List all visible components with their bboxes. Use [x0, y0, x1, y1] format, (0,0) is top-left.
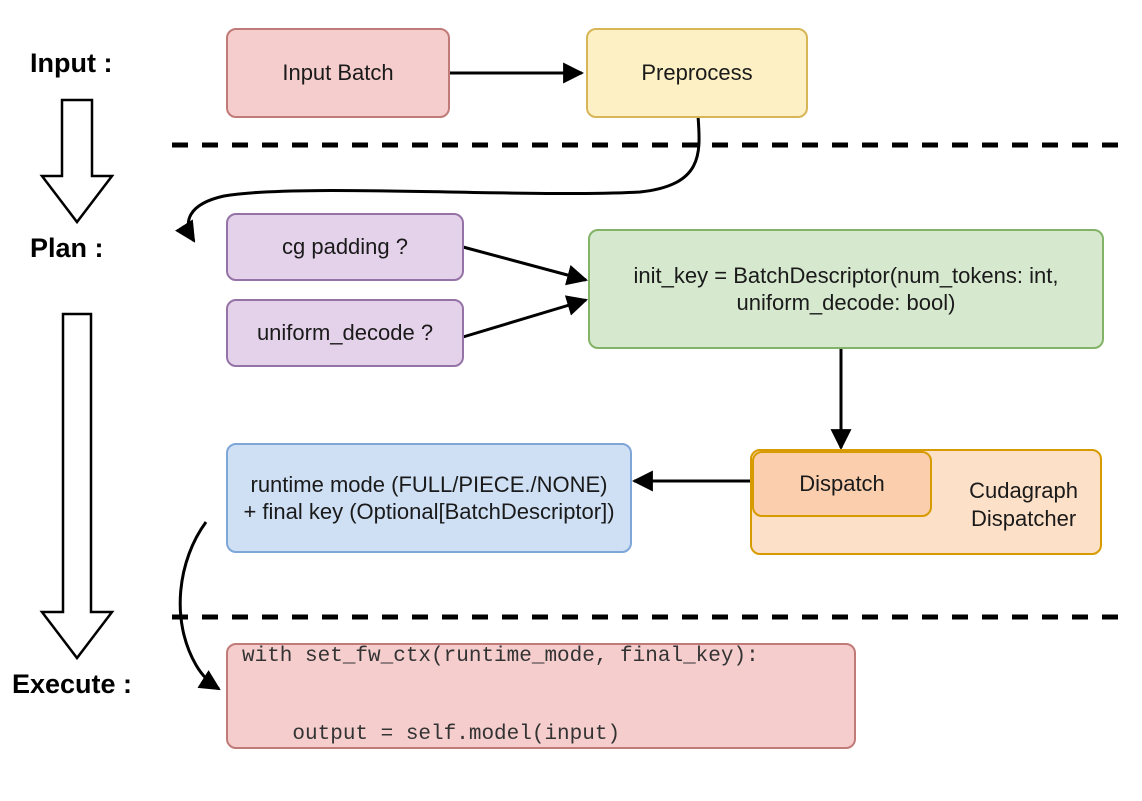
diagram-canvas: Input : Plan : Execute : Input Batch Pre… — [12, 28, 1122, 749]
node-input-batch-label: Input Batch — [282, 60, 394, 86]
node-runtime-mode[interactable]: runtime mode (FULL/PIECE./NONE) + final … — [226, 443, 632, 553]
node-cudagraph-dispatcher-line2: Dispatcher — [970, 505, 1077, 531]
node-input-batch[interactable]: Input Batch — [226, 28, 450, 118]
stage-label-input: Input : — [30, 48, 113, 78]
node-init-key-line2: uniform_decode: bool) — [736, 290, 956, 315]
stage-label-plan: Plan : — [30, 233, 104, 263]
node-dispatch[interactable]: Dispatch — [752, 451, 932, 517]
edge-runtimemode-to-codeblock — [178, 521, 221, 691]
stage-block-arrow-2 — [39, 312, 115, 661]
stage-label-execute: Execute : — [12, 669, 133, 699]
code-line-2: output = self.model(input) — [242, 723, 621, 747]
edge-uniformdecode-to-initkey — [462, 295, 589, 339]
node-init-key[interactable]: init_key = BatchDescriptor(num_tokens: i… — [588, 229, 1104, 349]
node-dispatch-label: Dispatch — [799, 471, 885, 497]
node-preprocess-label: Preprocess — [641, 60, 753, 86]
node-preprocess[interactable]: Preprocess — [586, 28, 808, 118]
node-runtime-mode-line1: runtime mode (FULL/PIECE./NONE) — [250, 471, 608, 497]
node-cudagraph-dispatcher-line1: Cudagraph — [969, 478, 1078, 503]
node-uniform-decode[interactable]: uniform_decode ? — [226, 299, 464, 367]
stage-block-arrow-1 — [39, 98, 115, 225]
node-cg-padding-label: cg padding ? — [282, 234, 408, 260]
node-runtime-mode-line2: + final key (Optional[BatchDescriptor]) — [243, 499, 615, 524]
node-code-block[interactable]: with set_fw_ctx(runtime_mode, final_key)… — [226, 643, 856, 749]
edge-cgpadding-to-initkey — [462, 245, 589, 286]
node-uniform-decode-label: uniform_decode ? — [256, 320, 434, 346]
node-cg-padding[interactable]: cg padding ? — [226, 213, 464, 281]
code-line-1: with set_fw_ctx(runtime_mode, final_key)… — [242, 644, 759, 668]
node-init-key-line1: init_key = BatchDescriptor(num_tokens: i… — [633, 262, 1059, 288]
